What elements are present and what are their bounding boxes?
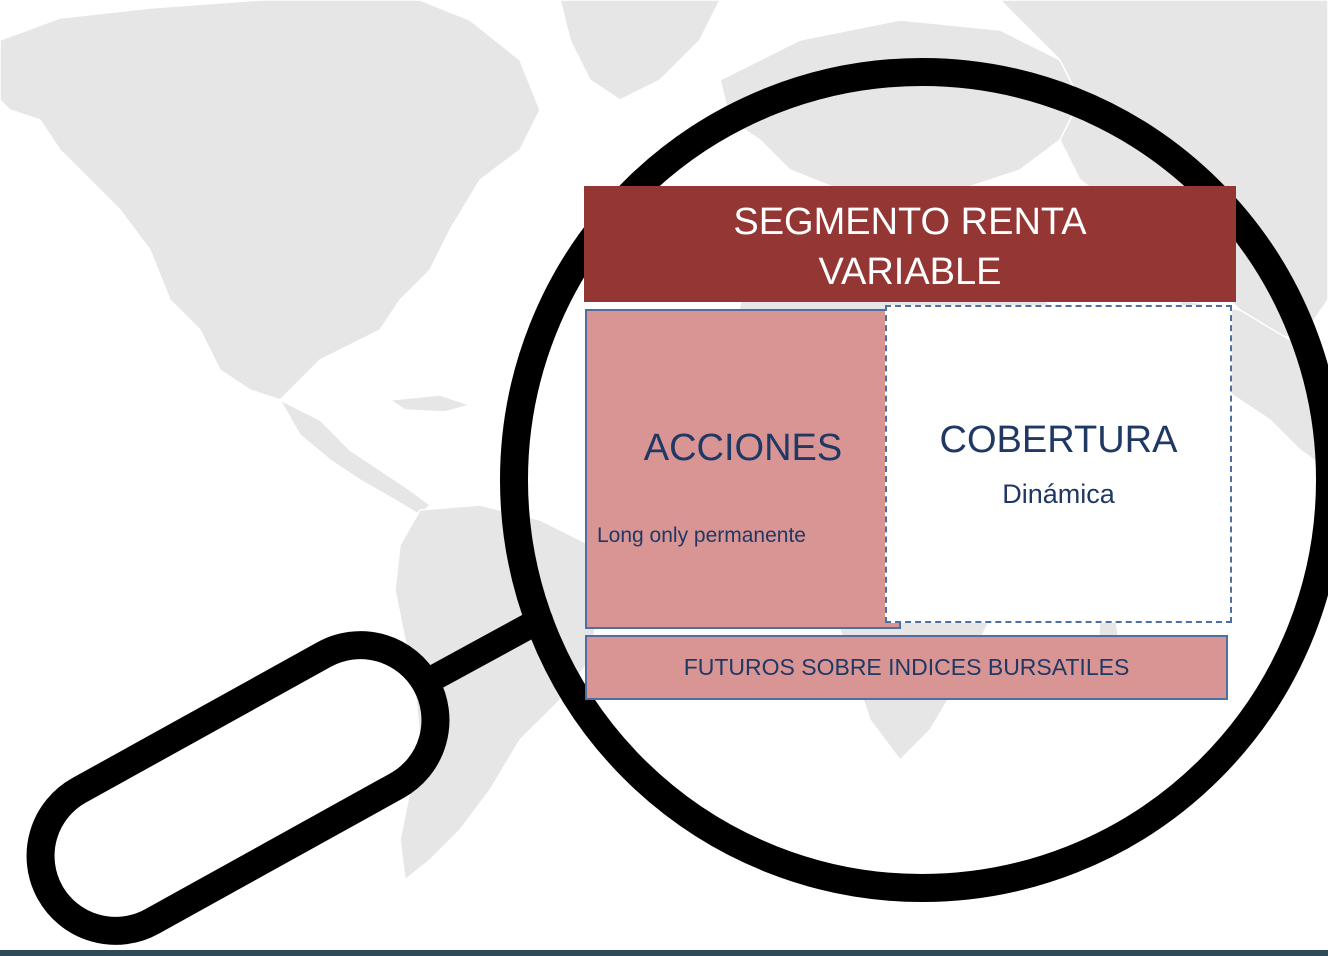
magnifier-handle [26, 631, 450, 945]
acciones-subtitle: Long only permanente [597, 524, 806, 547]
greenland-landmass [559, 0, 721, 101]
futuros-indices-box: FUTUROS SOBRE INDICES BURSATILES [585, 635, 1228, 700]
footer-bar [0, 950, 1328, 956]
acciones-title: ACCIONES [643, 427, 843, 469]
cobertura-subtitle: Dinámica [1002, 479, 1115, 509]
magnifier-lens [500, 58, 1328, 902]
north-america-landmass [0, 0, 541, 401]
cobertura-box: COBERTURA Dinámica [885, 305, 1232, 623]
segmento-renta-variable-header: SEGMENTO RENTA VARIABLE [584, 186, 1236, 302]
magnifier-neck [417, 607, 553, 693]
acciones-box: ACCIONES Long only permanente [585, 309, 901, 629]
cobertura-title: COBERTURA [939, 419, 1178, 461]
caribbean-islands [387, 394, 473, 413]
